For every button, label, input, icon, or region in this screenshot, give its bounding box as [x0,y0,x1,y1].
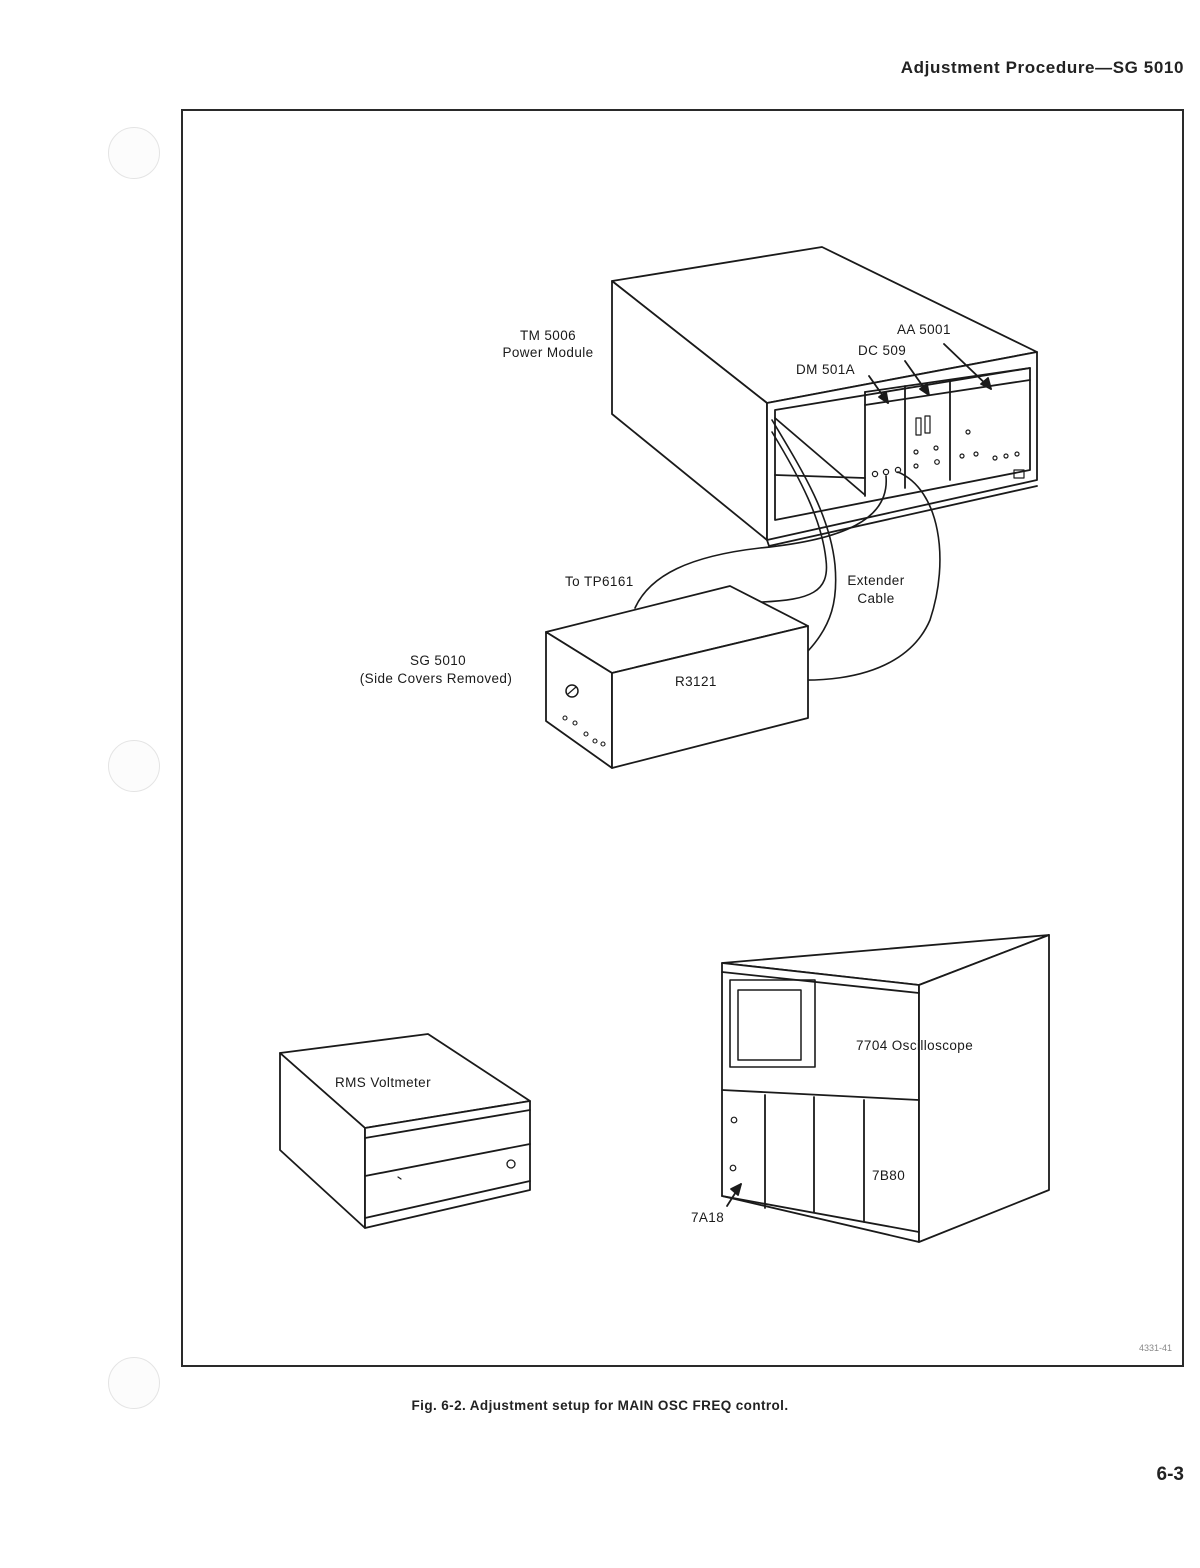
aa5001-label: AA 5001 [897,322,951,337]
sg5010-label-line1: SG 5010 [410,653,466,668]
dm501a-label: DM 501A [796,362,855,377]
tm5006-label-line2: Power Module [502,345,593,360]
dc509-label: DC 509 [858,343,906,358]
figure-code: 4331-41 [1139,1343,1172,1353]
page-number: 6-3 [1157,1464,1184,1486]
plugin-7b80-label: 7B80 [872,1168,905,1183]
r3121-label: R3121 [675,674,717,689]
plugin-7a18-label: 7A18 [691,1210,724,1225]
extender-cable-label-line1: Extender [847,573,904,588]
oscilloscope-7704 [722,935,1049,1242]
oscilloscope-label: 7704 Oscilloscope [856,1038,973,1053]
figure-caption: Fig. 6-2. Adjustment setup for MAIN OSC … [0,1398,1200,1413]
tm5006-label-line1: TM 5006 [520,328,576,343]
rms-voltmeter-label: RMS Voltmeter [335,1075,431,1090]
to-tp6161-label: To TP6161 [565,574,634,589]
extender-cable-label-line2: Cable [857,591,894,606]
rms-voltmeter [280,1034,530,1228]
tm5006-power-module [612,247,1037,546]
sg5010-label-line2: (Side Covers Removed) [360,671,512,686]
